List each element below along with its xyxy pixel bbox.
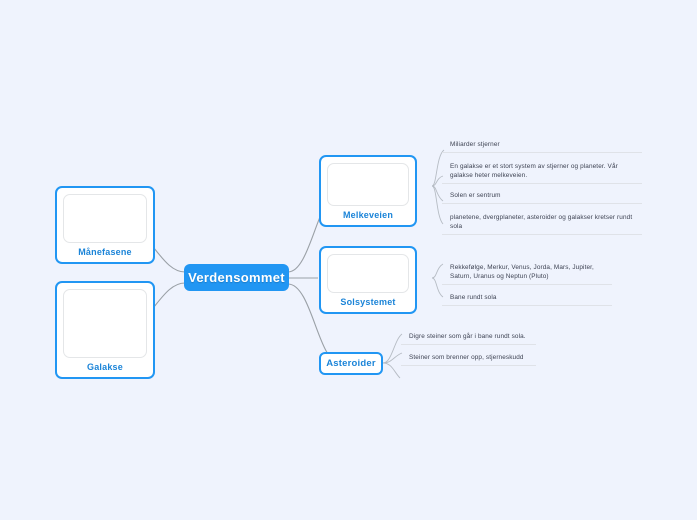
node-galakse[interactable]: Galakse [55, 281, 155, 379]
leaf-asteroider-1-text: Digre steiner som går i bane rundt sola. [409, 333, 526, 340]
node-asteroider-label: Asteroider [326, 358, 376, 369]
leaf-solsystemet-1[interactable]: Rekkefølge, Merkur, Venus, Jorda, Mars, … [442, 257, 612, 285]
galakse-image-placeholder [63, 289, 147, 358]
leaf-asteroider-2[interactable]: Steiner som brenner opp, stjerneskudd [401, 348, 536, 366]
node-galakse-label: Galakse [87, 362, 123, 372]
manefasene-image-placeholder [63, 194, 147, 243]
leaf-melkeveien-3[interactable]: Solen er sentrum [442, 186, 642, 204]
leaf-melkeveien-4[interactable]: planetene, dvergplaneter, asteroider og … [442, 206, 642, 235]
leaf-melkeveien-1[interactable]: Miliarder stjerner [442, 135, 642, 153]
leaf-melkeveien-1-text: Miliarder stjerner [450, 141, 500, 148]
leaf-melkeveien-2-text: En galakse er et stort system av stjerne… [450, 163, 618, 179]
node-melkeveien-label: Melkeveien [342, 210, 394, 220]
melkeveien-image-placeholder [327, 163, 409, 206]
edge-asteroider-leaf-2 [382, 352, 403, 364]
root-node-verdensommet[interactable]: Verdensommet [184, 264, 289, 291]
leaf-solsystemet-1-text: Rekkefølge, Merkur, Venus, Jorda, Mars, … [450, 264, 594, 280]
leaf-solsystemet-2-text: Bane rundt sola [450, 294, 497, 301]
leaf-melkeveien-2[interactable]: En galakse er et stort system av stjerne… [442, 155, 642, 184]
node-solsystemet-label: Solsystemet [340, 297, 396, 307]
leaf-asteroider-1[interactable]: Digre steiner som går i bane rundt sola. [401, 327, 536, 345]
node-manefasene-label: Månefasene [78, 247, 132, 257]
node-solsystemet[interactable]: Solsystemet [319, 246, 417, 314]
node-manefasene[interactable]: Månefasene [55, 186, 155, 264]
leaf-melkeveien-3-text: Solen er sentrum [450, 192, 501, 199]
edge-asteroider-leaf-1 [382, 333, 403, 364]
leaf-asteroider-2-text: Steiner som brenner opp, stjerneskudd [409, 354, 524, 361]
edge-asteroider-tail [382, 362, 401, 379]
solsystemet-image-placeholder [327, 254, 409, 293]
leaf-melkeveien-4-text: planetene, dvergplaneter, asteroider og … [450, 214, 633, 230]
node-melkeveien[interactable]: Melkeveien [319, 155, 417, 227]
node-asteroider[interactable]: Asteroider [319, 352, 383, 375]
root-node-label: Verdensommet [188, 270, 285, 285]
leaf-solsystemet-2[interactable]: Bane rundt sola [442, 288, 612, 306]
